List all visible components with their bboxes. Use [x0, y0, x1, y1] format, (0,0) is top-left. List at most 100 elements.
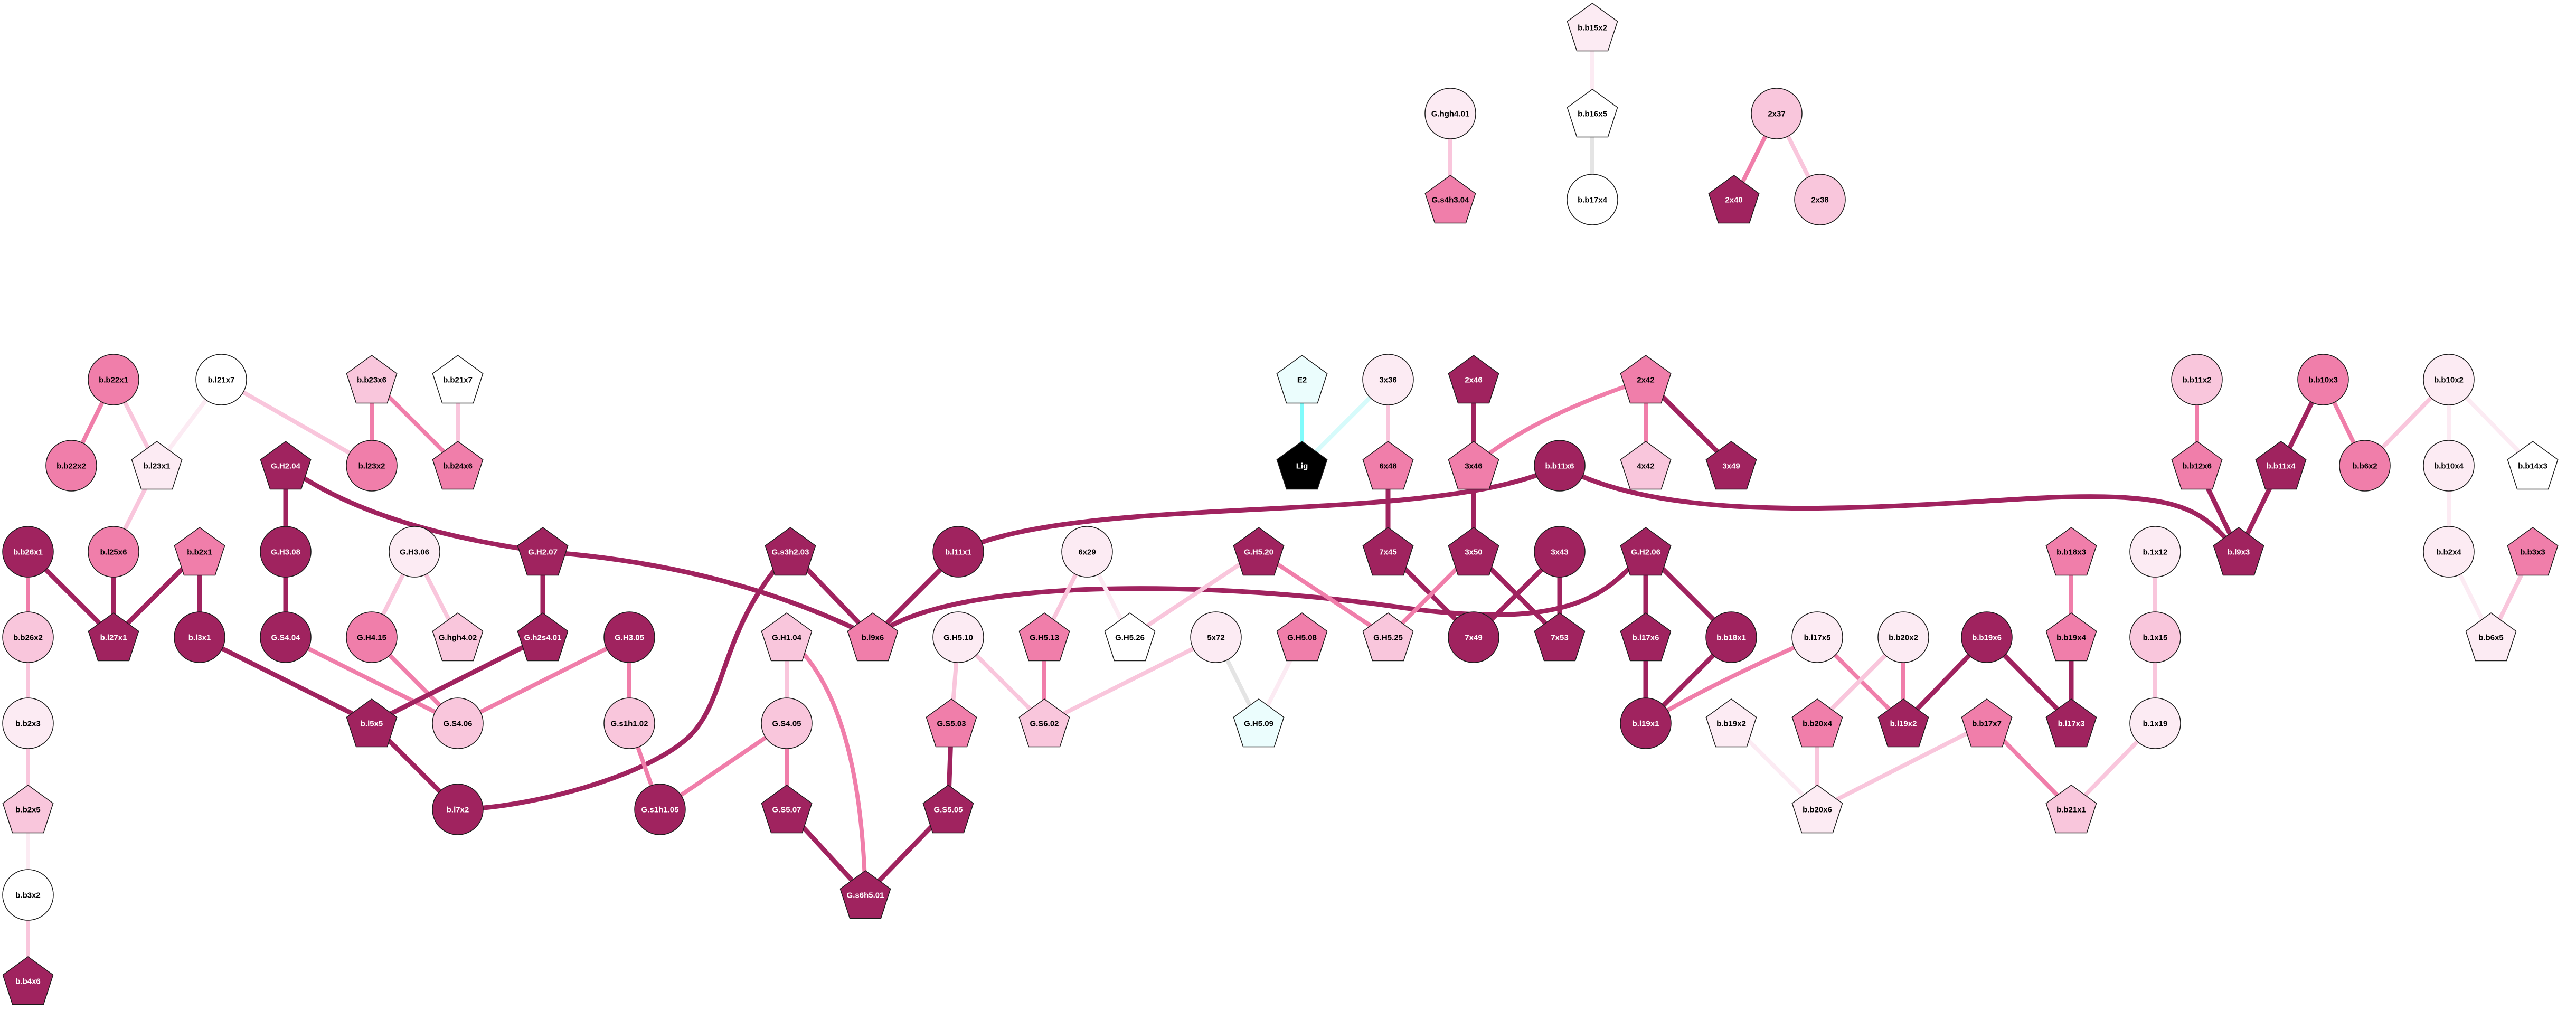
node-b.b19x4[interactable]: b.b19x4	[2045, 612, 2097, 662]
node-b.b15x2[interactable]: b.b15x2	[1567, 3, 1618, 52]
node-6x29[interactable]: 6x29	[1061, 526, 1113, 578]
circle-node-shape	[2339, 440, 2391, 492]
node-b.b2x1[interactable]: b.b2x1	[174, 527, 225, 576]
node-G.S4.04[interactable]: G.S4.04	[260, 611, 312, 663]
node-b.b17x7[interactable]: b.b17x7	[1961, 698, 2013, 748]
node-G.H5.08[interactable]: G.H5.08	[1276, 612, 1328, 662]
node-G.H5.09[interactable]: G.H5.09	[1233, 698, 1285, 748]
node-b.b22x2[interactable]: b.b22x2	[45, 440, 97, 492]
node-b.b2x5[interactable]: b.b2x5	[2, 785, 54, 834]
node-G.H5.10[interactable]: G.H5.10	[932, 611, 984, 663]
node-b.l21x7[interactable]: b.l21x7	[195, 354, 247, 405]
node-b.b26x1[interactable]: b.b26x1	[2, 526, 54, 578]
node-6x48[interactable]: 6x48	[1362, 441, 1414, 490]
node-G.H5.26[interactable]: G.H5.26	[1104, 612, 1156, 662]
node-b.b3x2[interactable]: b.b3x2	[2, 869, 54, 921]
node-b.b2x3[interactable]: b.b2x3	[2, 697, 54, 749]
node-G.hgh4.02[interactable]: G.hgh4.02	[432, 612, 484, 662]
node-3x46[interactable]: 3x46	[1448, 441, 1499, 490]
node-b.b16x5[interactable]: b.b16x5	[1567, 89, 1618, 138]
node-3x50[interactable]: 3x50	[1448, 527, 1499, 576]
node-3x36[interactable]: 3x36	[1362, 354, 1414, 405]
node-b.b18x3[interactable]: b.b18x3	[2045, 527, 2097, 576]
node-G.h2s4.01[interactable]: G.h2s4.01	[517, 612, 569, 662]
node-b.b22x1[interactable]: b.b22x1	[88, 354, 139, 405]
node-7x49[interactable]: 7x49	[1448, 611, 1499, 663]
node-b.b21x7[interactable]: b.b21x7	[432, 355, 484, 404]
node-b.l17x6[interactable]: b.l17x6	[1620, 612, 1672, 662]
edge-G.h2s4.01-b.l5x5	[370, 635, 544, 726]
node-b.b2x4[interactable]: b.b2x4	[2423, 526, 2475, 578]
node-b.b18x1[interactable]: b.b18x1	[1705, 611, 1757, 663]
node-b.l19x1[interactable]: b.l19x1	[1620, 697, 1672, 749]
node-b.1x12[interactable]: b.1x12	[2129, 526, 2181, 578]
node-b.b10x2[interactable]: b.b10x2	[2423, 354, 2475, 405]
node-2x42[interactable]: 2x42	[1620, 355, 1672, 404]
node-5x72[interactable]: 5x72	[1190, 611, 1242, 663]
node-b.l5x5[interactable]: b.l5x5	[346, 698, 398, 748]
node-G.H1.04[interactable]: G.H1.04	[761, 612, 813, 662]
node-7x45[interactable]: 7x45	[1362, 527, 1414, 576]
node-2x46[interactable]: 2x46	[1448, 355, 1499, 404]
node-2x40[interactable]: 2x40	[1708, 175, 1760, 224]
node-G.H2.04[interactable]: G.H2.04	[260, 441, 312, 490]
node-2x37[interactable]: 2x37	[1751, 88, 1803, 139]
node-b.l23x1[interactable]: b.l23x1	[131, 441, 183, 490]
node-G.S5.07[interactable]: G.S5.07	[761, 785, 813, 834]
node-G.s1h1.02[interactable]: G.s1h1.02	[603, 697, 655, 749]
node-G.s1h1.05[interactable]: G.s1h1.05	[634, 784, 686, 835]
node-G.H3.06[interactable]: G.H3.06	[389, 526, 440, 578]
node-b.1x15[interactable]: b.1x15	[2129, 611, 2181, 663]
node-b.b20x2[interactable]: b.b20x2	[1877, 611, 1929, 663]
node-b.l3x1[interactable]: b.l3x1	[174, 611, 225, 663]
node-b.b11x2[interactable]: b.b11x2	[2171, 354, 2223, 405]
node-G.S5.03[interactable]: G.S5.03	[926, 698, 977, 748]
node-G.H3.05[interactable]: G.H3.05	[603, 611, 655, 663]
node-b.b10x3[interactable]: b.b10x3	[2297, 354, 2349, 405]
pentagon-node-shape	[2507, 441, 2559, 490]
pentagon-node-shape	[926, 698, 977, 748]
node-3x43[interactable]: 3x43	[1534, 526, 1586, 578]
node-G.H5.20[interactable]: G.H5.20	[1233, 527, 1285, 576]
circle-node-shape	[260, 526, 312, 578]
node-b.b19x2[interactable]: b.b19x2	[1705, 698, 1757, 748]
node-2x38[interactable]: 2x38	[1794, 174, 1846, 225]
node-G.s4h3.04[interactable]: G.s4h3.04	[1424, 175, 1476, 224]
node-b.b3x3[interactable]: b.b3x3	[2507, 527, 2559, 576]
node-b.b17x4[interactable]: b.b17x4	[1567, 174, 1618, 225]
node-4x42[interactable]: 4x42	[1620, 441, 1672, 490]
node-G.H2.06[interactable]: G.H2.06	[1620, 527, 1672, 576]
node-b.b26x2[interactable]: b.b26x2	[2, 611, 54, 663]
node-G.hgh4.01[interactable]: G.hgh4.01	[1424, 88, 1476, 139]
node-b.b6x5[interactable]: b.b6x5	[2465, 612, 2517, 662]
node-G.S5.05[interactable]: G.S5.05	[922, 785, 974, 834]
node-b.b23x6[interactable]: b.b23x6	[346, 355, 398, 404]
node-b.b11x6[interactable]: b.b11x6	[1534, 440, 1586, 492]
node-G.H5.13[interactable]: G.H5.13	[1018, 612, 1070, 662]
node-b.b12x6[interactable]: b.b12x6	[2171, 441, 2223, 490]
node-b.b10x4[interactable]: b.b10x4	[2423, 440, 2475, 492]
node-b.l7x2[interactable]: b.l7x2	[432, 784, 484, 835]
pentagon-node-shape	[432, 612, 484, 662]
node-G.H2.07[interactable]: G.H2.07	[517, 527, 569, 576]
node-G.H4.15[interactable]: G.H4.15	[346, 611, 398, 663]
node-b.b11x4[interactable]: b.b11x4	[2255, 441, 2307, 490]
node-b.l25x6[interactable]: b.l25x6	[88, 526, 139, 578]
node-E2[interactable]: E2	[1276, 355, 1328, 404]
node-b.1x19[interactable]: b.1x19	[2129, 697, 2181, 749]
node-b.l17x5[interactable]: b.l17x5	[1791, 611, 1843, 663]
pentagon-node-shape	[1961, 698, 2013, 748]
node-b.b4x6[interactable]: b.b4x6	[2, 956, 54, 1005]
node-G.S4.05[interactable]: G.S4.05	[761, 697, 813, 749]
circle-node-shape	[1620, 697, 1672, 749]
node-G.S4.06[interactable]: G.S4.06	[432, 697, 484, 749]
node-G.s3h2.03[interactable]: G.s3h2.03	[765, 527, 816, 576]
node-b.b19x6[interactable]: b.b19x6	[1961, 611, 2013, 663]
node-G.H3.08[interactable]: G.H3.08	[260, 526, 312, 578]
circle-node-shape	[174, 611, 225, 663]
circle-node-shape	[45, 440, 97, 492]
node-b.l23x2[interactable]: b.l23x2	[346, 440, 398, 492]
circle-node-shape	[1567, 174, 1618, 225]
node-b.l11x1[interactable]: b.l11x1	[932, 526, 984, 578]
node-b.b6x2[interactable]: b.b6x2	[2339, 440, 2391, 492]
